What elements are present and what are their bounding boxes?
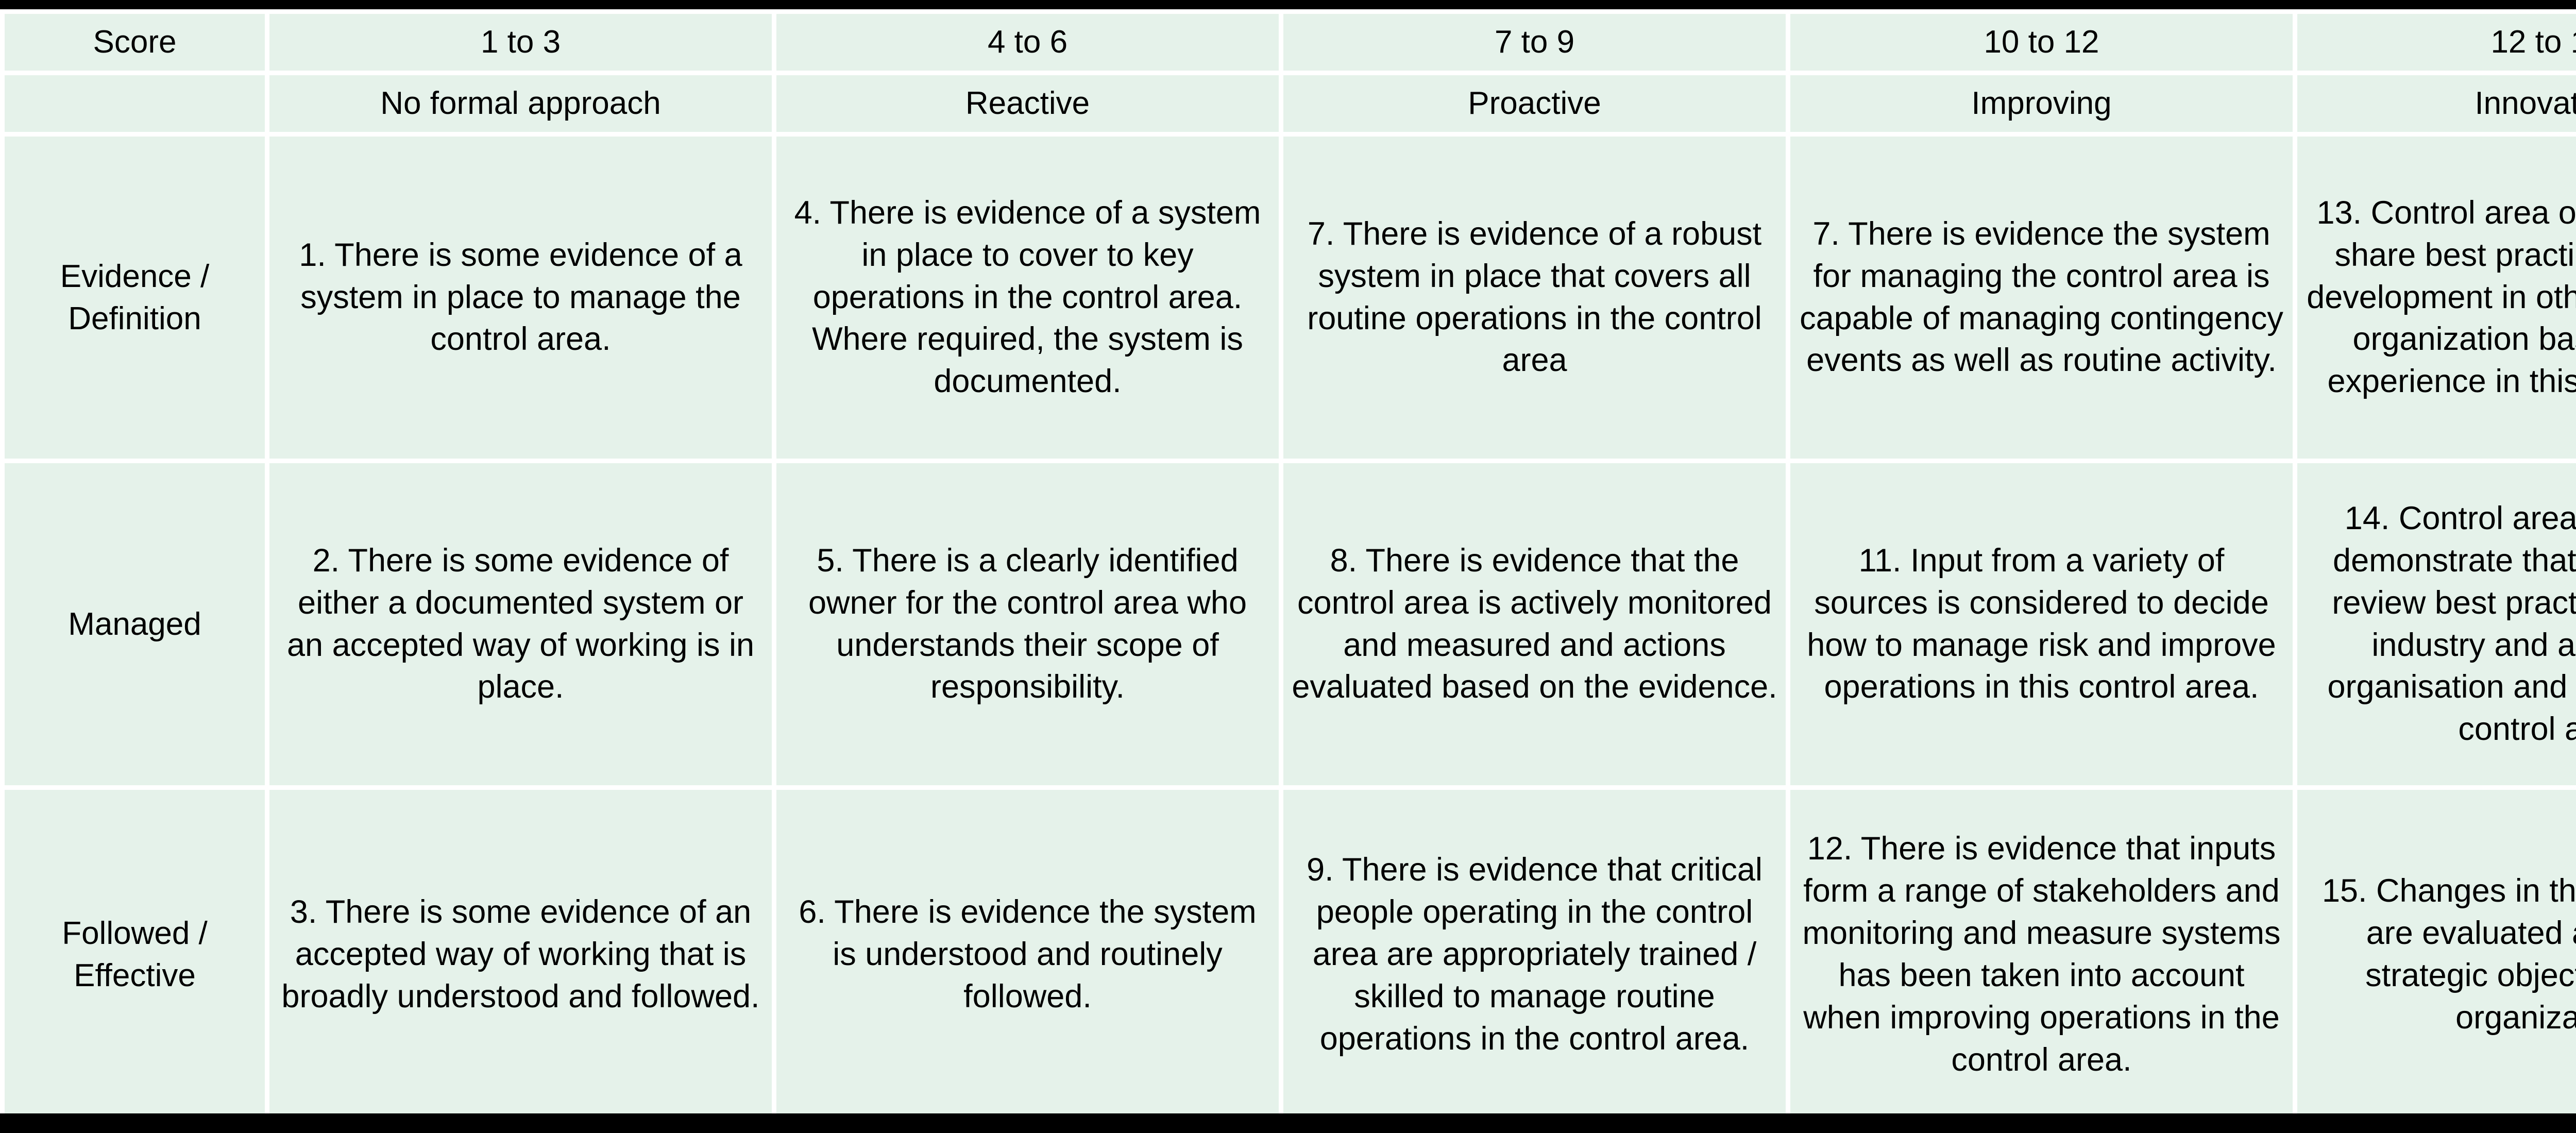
level-name-1: No formal approach: [269, 75, 772, 132]
table-row-score-header: Score 1 to 3 4 to 6 7 to 9 10 to 12 12 t…: [5, 14, 2576, 71]
table-row-level-names: No formal approach Reactive Proactive Im…: [5, 75, 2576, 132]
score-header-label: Score: [5, 14, 265, 71]
cell-managed-14: 14. Control area owners can demonstrate …: [2297, 463, 2576, 785]
table-row: Followed / Effective 3. There is some ev…: [5, 790, 2576, 1120]
cell-followed-3: 3. There is some evidence of an accepted…: [269, 790, 772, 1120]
table-row: Managed 2. There is some evidence of eit…: [5, 463, 2576, 785]
row-label-evidence-definition: Evidence / Definition: [5, 137, 265, 459]
maturity-assessment-table: Score 1 to 3 4 to 6 7 to 9 10 to 12 12 t…: [0, 9, 2576, 1124]
cell-managed-2: 2. There is some evidence of either a do…: [269, 463, 772, 785]
score-band-2: 4 to 6: [776, 14, 1279, 71]
cell-managed-8: 8. There is evidence that the control ar…: [1283, 463, 1786, 785]
cell-evidence-10: 7. There is evidence the system for mana…: [1790, 137, 2293, 459]
bottom-black-band: [0, 1113, 2576, 1133]
cell-followed-6: 6. There is evidence the system is under…: [776, 790, 1279, 1120]
level-name-2: Reactive: [776, 75, 1279, 132]
score-band-3: 7 to 9: [1283, 14, 1786, 71]
cell-managed-11: 11. Input from a variety of sources is c…: [1790, 463, 2293, 785]
cell-followed-9: 9. There is evidence that critical peopl…: [1283, 790, 1786, 1120]
row-label-followed-effective: Followed / Effective: [5, 790, 265, 1120]
cell-followed-12: 12. There is evidence that inputs form a…: [1790, 790, 2293, 1120]
cell-managed-5: 5. There is a clearly identified owner f…: [776, 463, 1279, 785]
table-row: Evidence / Definition 1. There is some e…: [5, 137, 2576, 459]
score-band-5: 12 to 15: [2297, 14, 2576, 71]
level-name-5: Innovating: [2297, 75, 2576, 132]
row-label-managed: Managed: [5, 463, 265, 785]
cell-evidence-13: 13. Control area owners actively share b…: [2297, 137, 2576, 459]
score-band-4: 10 to 12: [1790, 14, 2293, 71]
level-name-4: Improving: [1790, 75, 2293, 132]
cell-evidence-4: 4. There is evidence of a system in plac…: [776, 137, 1279, 459]
score-band-1: 1 to 3: [269, 14, 772, 71]
level-row-empty-cell: [5, 75, 265, 132]
cell-evidence-7: 7. There is evidence of a robust system …: [1283, 137, 1786, 459]
top-black-band: [0, 0, 2576, 9]
cell-evidence-1: 1. There is some evidence of a system in…: [269, 137, 772, 459]
cell-followed-15: 15. Changes in the control area are eval…: [2297, 790, 2576, 1120]
level-name-3: Proactive: [1283, 75, 1786, 132]
